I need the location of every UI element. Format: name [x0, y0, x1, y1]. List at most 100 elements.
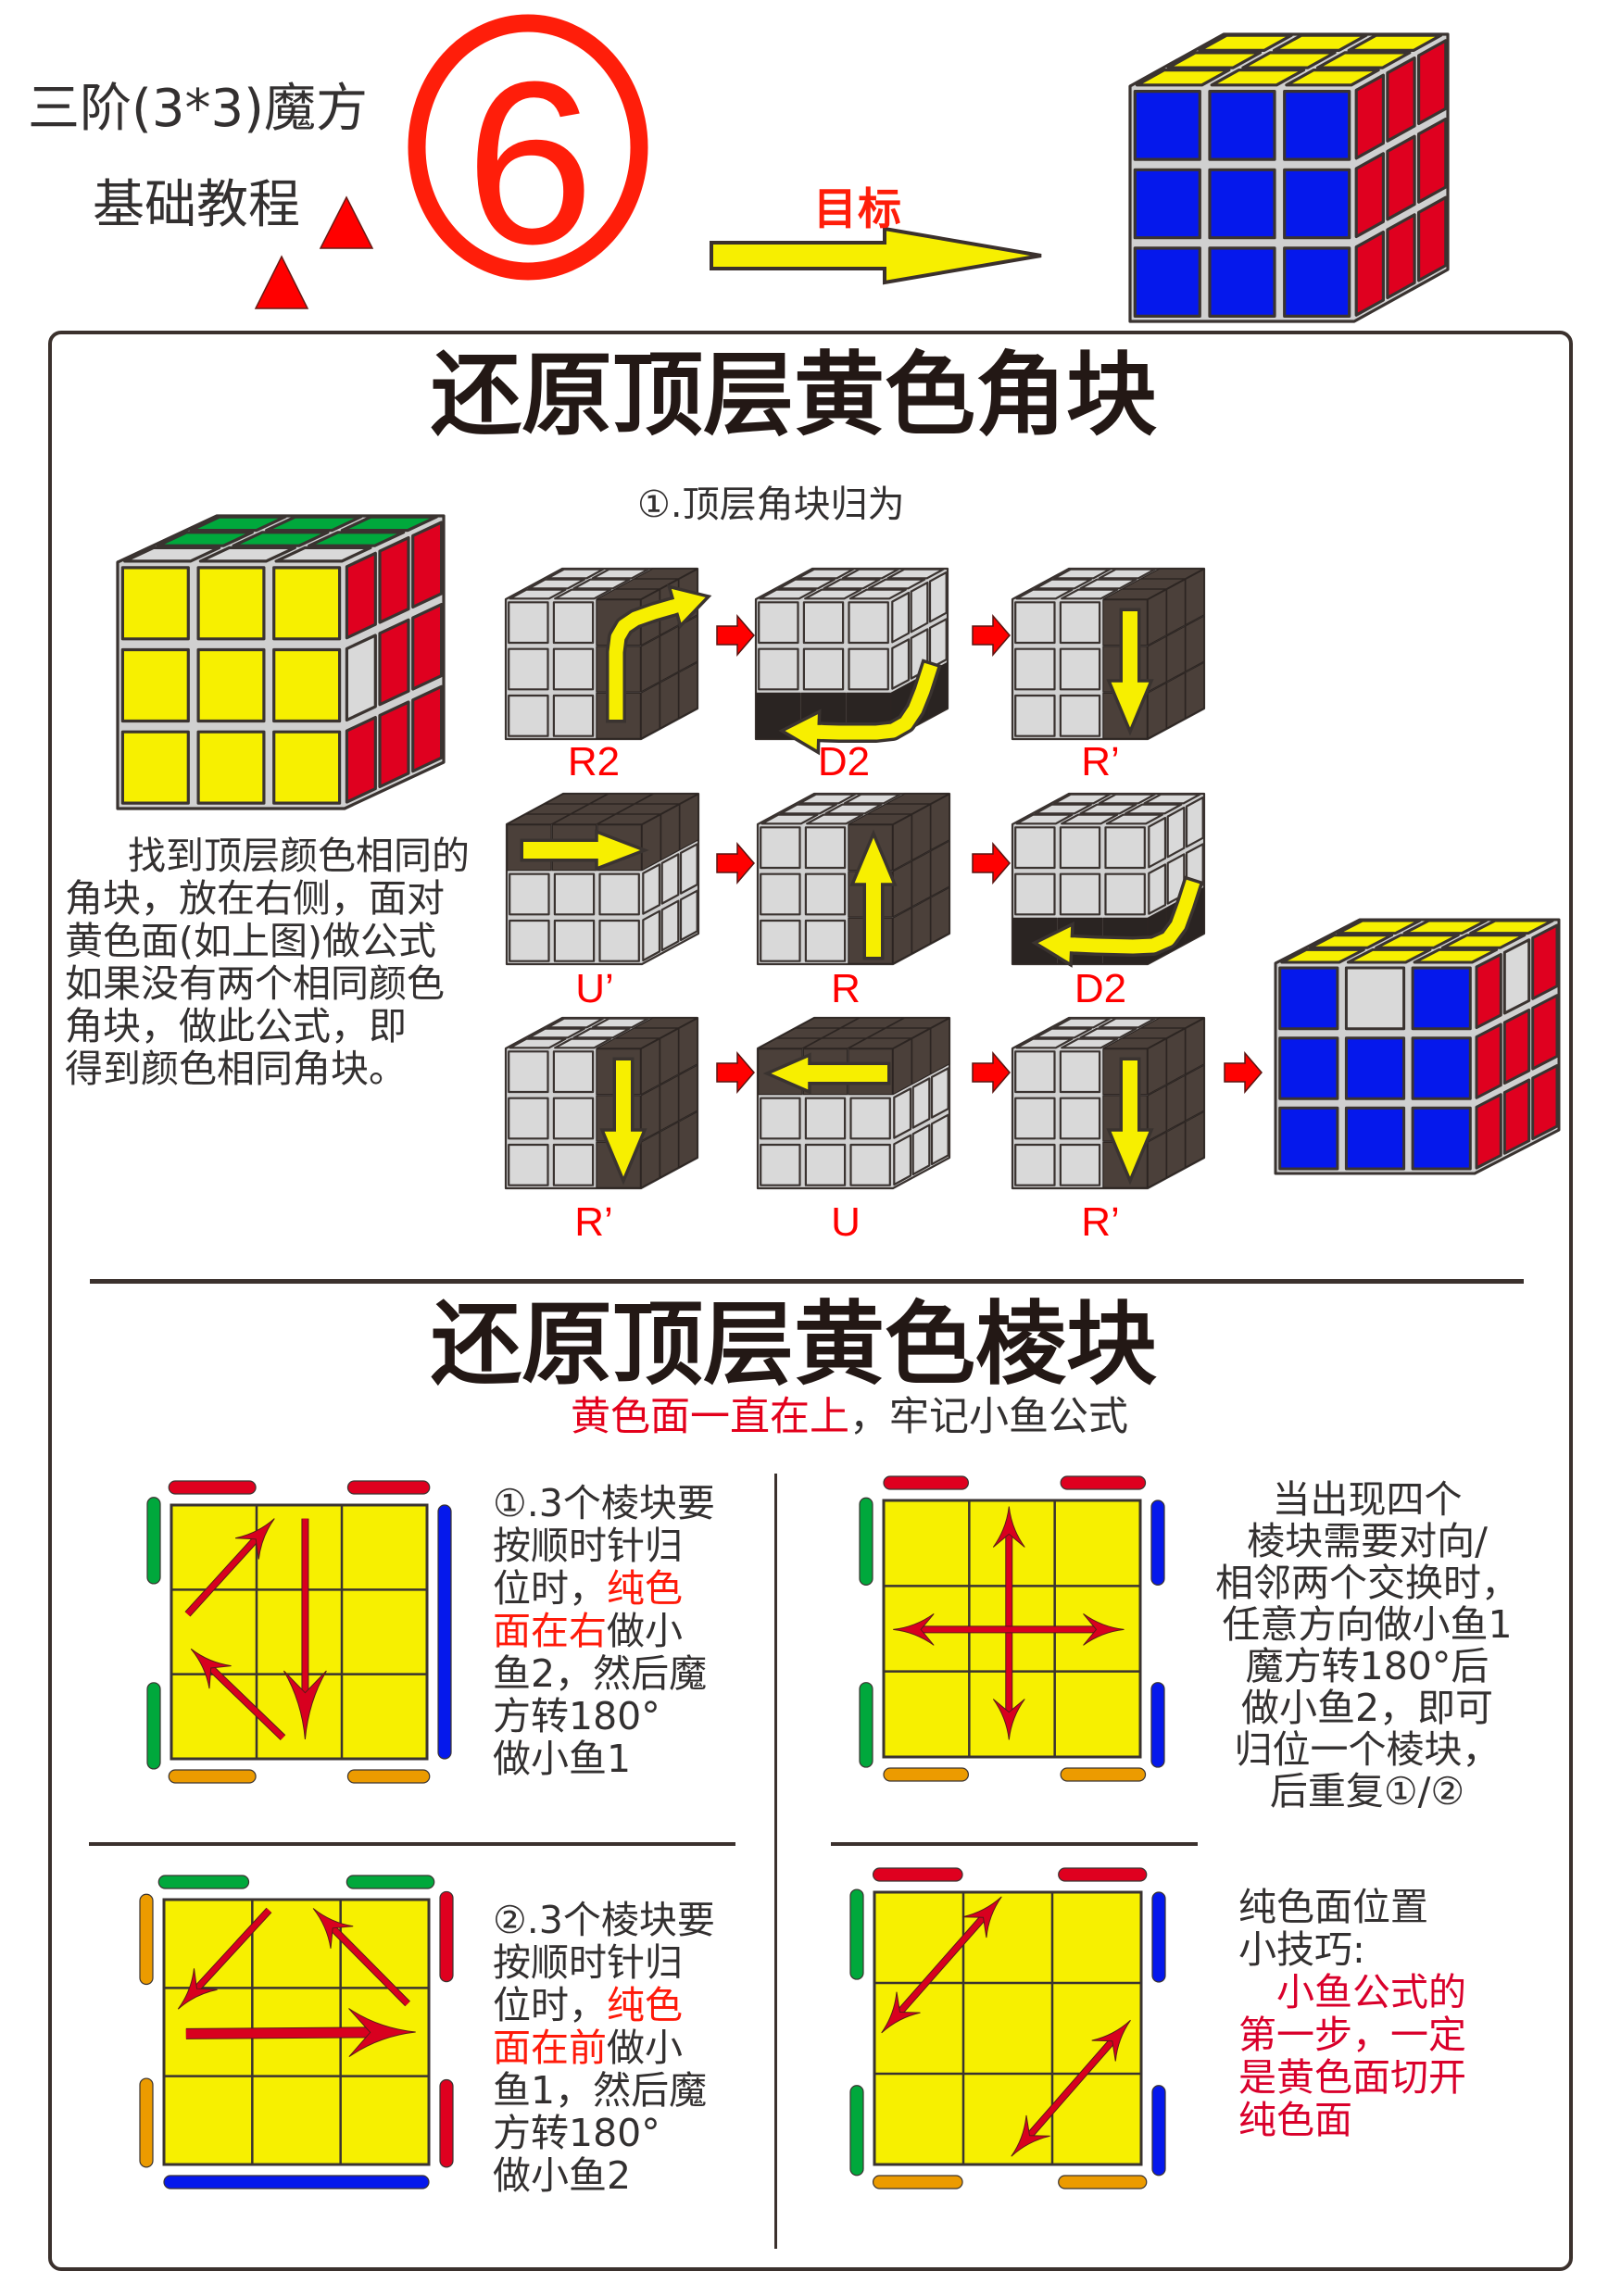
highlight-segment: 面在右 [493, 1609, 607, 1653]
sticker [848, 588, 907, 600]
sticker [678, 1018, 698, 1075]
sticker [804, 1143, 847, 1186]
arrowhead [177, 1968, 218, 2010]
sticker [265, 515, 363, 533]
sticker [1135, 68, 1231, 87]
sticker [642, 910, 661, 962]
side-color-bar-right [1150, 1682, 1165, 1768]
cube-face-top [509, 568, 697, 600]
cube-face-front [120, 566, 342, 805]
sticker [1475, 952, 1502, 1030]
move-label: R’ [1081, 1199, 1120, 1245]
sticker [1104, 826, 1146, 870]
sticker [802, 601, 845, 645]
text-segment: 位时， [493, 1566, 607, 1611]
sticker [911, 1028, 931, 1085]
sticker [1059, 601, 1101, 645]
sticker [1105, 813, 1163, 825]
sticker [1502, 938, 1531, 1015]
arrowhead [312, 1908, 354, 1949]
sticker [1502, 1008, 1531, 1085]
grid-frame [873, 1890, 1143, 2166]
sticker [120, 647, 190, 723]
sticker [892, 814, 912, 872]
sticker [1278, 1106, 1339, 1171]
tip-text: 纯色面位置 小技巧: 小鱼公式的 第一步，一定 是黄色面切开 纯色面 [1238, 1886, 1466, 2141]
sticker [1059, 826, 1101, 870]
sticker [554, 588, 612, 600]
sticker [232, 531, 330, 547]
cube-face-top [760, 793, 949, 825]
cube-face-top [1280, 919, 1554, 964]
tip-heading: 小技巧: [1238, 1927, 1365, 1972]
sticker [508, 647, 549, 691]
yellow-face-grid [170, 1503, 429, 1761]
cube-face-front [1133, 89, 1351, 318]
sticker [1417, 195, 1448, 282]
move-direction-arrow-icon [778, 659, 942, 756]
move-label: R’ [1081, 739, 1120, 784]
course-title-line2: 基础教程 [93, 175, 300, 235]
side-color-bar-top [1058, 1867, 1148, 1882]
sticker [411, 521, 444, 609]
sticker [1272, 33, 1368, 52]
swap-double-arrow-icon [1011, 2019, 1131, 2157]
move-arrow-icon [177, 1907, 272, 2010]
sticker [1061, 1037, 1119, 1049]
sticker [1014, 1050, 1056, 1094]
text-line: 棱块需要对向/ [1247, 1519, 1488, 1563]
instruction-line: 找到顶层颜色相同的 [128, 834, 470, 878]
sticker [1208, 246, 1276, 318]
side-color-bar-left [849, 2085, 864, 2177]
arrowhead [234, 1518, 275, 1560]
sticker [1079, 1027, 1137, 1039]
sticker [660, 853, 680, 905]
sticker [196, 730, 266, 805]
row-divider-right [831, 1842, 1198, 1846]
arrowhead [1083, 1612, 1125, 1646]
sticker [1102, 588, 1167, 600]
sticker [640, 635, 660, 693]
sticker [598, 872, 640, 916]
sticker [340, 515, 438, 533]
sticker [1133, 246, 1201, 318]
sticker [554, 1037, 612, 1049]
lesson-number-badge: 6 [408, 14, 648, 292]
sticker [1402, 919, 1489, 935]
sticker [1166, 1074, 1186, 1132]
formula-cube-step-7 [504, 1016, 699, 1190]
sticker [1185, 796, 1204, 848]
sticker [930, 1067, 949, 1119]
red-triangle-icon [319, 195, 374, 249]
sticker [930, 1018, 950, 1075]
formula-cube-step-3 [1011, 567, 1206, 741]
sticker [848, 601, 889, 645]
side-color-bar-top [346, 1875, 435, 1889]
sticker [509, 919, 550, 962]
sticker [759, 588, 817, 600]
sticker [848, 647, 889, 691]
next-step-arrow-icon [716, 613, 755, 658]
sticker [848, 1037, 912, 1049]
sticker [552, 694, 595, 737]
move-label: R’ [574, 1199, 613, 1245]
text-line: 鱼1，然后魔 [493, 2068, 708, 2113]
tip-note: 纯色面 [1238, 2098, 1352, 2142]
edge-diagram-case-2 [139, 1875, 454, 2189]
sticker [1148, 816, 1167, 869]
arrowhead [283, 1670, 327, 1740]
sticker [660, 804, 680, 861]
sticker [678, 661, 698, 719]
sticker [1166, 625, 1186, 683]
sticker [1531, 994, 1559, 1071]
corner-instructions: 找到顶层颜色相同的 角块，放在右侧，面对 黄色面(如上图)做公式 如果没有两个相… [65, 834, 470, 1090]
sticker [1079, 578, 1137, 590]
formula-cube-step-5 [756, 792, 951, 966]
sticker [678, 615, 698, 672]
sticker [527, 1027, 585, 1039]
sticker [1210, 68, 1306, 87]
text-line: 魔方转180°后 [1245, 1644, 1489, 1688]
sticker [1166, 806, 1186, 859]
move-label: R [831, 966, 861, 1011]
